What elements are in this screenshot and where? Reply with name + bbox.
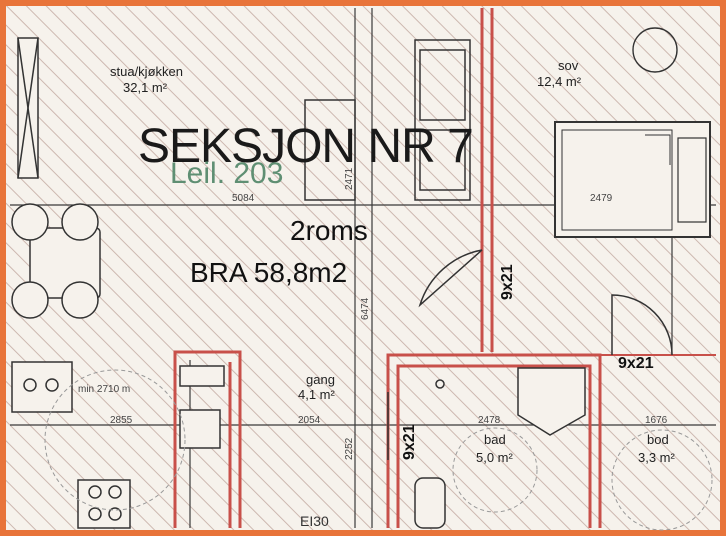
section-title: SEKSJON NR 7 — [138, 120, 473, 173]
living-room-area: 32,1 m² — [123, 80, 168, 95]
storage-circle — [611, 429, 713, 531]
bath-area: 5,0 m² — [476, 450, 514, 465]
bathroom-fixtures — [414, 367, 586, 529]
dim-hall-width: 2054 — [298, 415, 321, 426]
storage-name: bod — [647, 432, 669, 447]
dining-set — [11, 203, 101, 319]
clearance-circle — [44, 369, 186, 511]
dim-storage-width: 1676 — [645, 415, 668, 426]
double-bed — [554, 121, 711, 238]
dim-vertical-a: 2471 — [344, 167, 355, 190]
bedroom-area: 12,4 m² — [537, 74, 582, 89]
bedroom-name: sov — [558, 58, 579, 73]
unit-label: Leil. 203 — [170, 157, 283, 190]
left-wall-unit — [17, 37, 39, 179]
dim-vertical-b: 6474 — [360, 297, 371, 320]
dim-living-width: 5084 — [232, 193, 255, 204]
dim-min-clearance: min 2710 m — [78, 384, 130, 395]
dim-vertical-c: 2252 — [344, 437, 355, 460]
door-swings — [387, 249, 673, 460]
bath-name: bad — [484, 432, 506, 447]
total-area: BRA 58,8m2 — [190, 257, 347, 288]
storage-cabinet — [304, 39, 471, 201]
kitchen-counter — [11, 361, 225, 529]
door-label-bedroom: 9x21 — [499, 264, 516, 300]
dim-bedroom-width: 2479 — [590, 193, 613, 204]
living-room-name: stua/kjøkken — [110, 64, 183, 79]
hall-area: 4,1 m² — [298, 387, 336, 402]
fire-rating: EI30 — [300, 513, 329, 529]
hall-name: gang — [306, 372, 335, 387]
bedroom-nightstand — [632, 27, 678, 73]
door-label-storage: 9x21 — [618, 355, 654, 372]
dim-bath-width: 2478 — [478, 415, 501, 426]
door-label-bath: 9x21 — [401, 424, 418, 460]
dim-kitchen-width: 2855 — [110, 415, 133, 426]
room-count: 2roms — [290, 215, 368, 246]
storage-area: 3,3 m² — [638, 450, 676, 465]
red-walls — [173, 8, 716, 528]
